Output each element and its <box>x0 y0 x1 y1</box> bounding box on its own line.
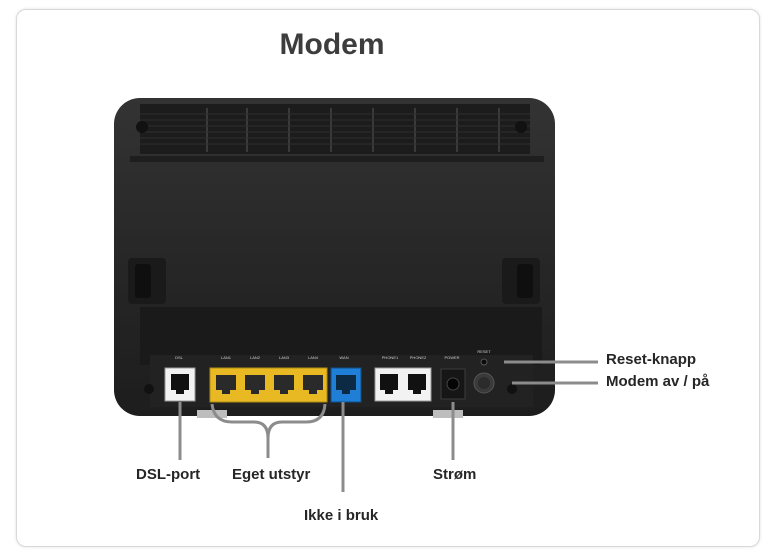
screw-hole-bottom-right <box>507 384 517 394</box>
port-label-phone2: PHONE2 <box>410 355 427 360</box>
dsl-port <box>164 367 196 402</box>
phone-ports <box>374 367 432 402</box>
callout-power-label: Strøm <box>433 466 477 483</box>
port-labels: DSL LAN1 LAN2 LAN3 LAN4 WAN PHONE1 PHONE… <box>175 349 491 360</box>
power-jack <box>440 368 466 400</box>
power-switch <box>473 372 495 394</box>
port-label-dsl: DSL <box>175 355 184 360</box>
port-label-reset: RESET <box>477 349 491 354</box>
callout-reset-label: Reset-knapp <box>606 351 697 368</box>
callout-power-switch-label: Modem av / på <box>606 373 710 390</box>
port-label-lan3: LAN3 <box>279 355 290 360</box>
screw-hole-top-right <box>515 121 527 133</box>
port-label-power: POWER <box>444 355 459 360</box>
vent-ledge <box>130 156 544 162</box>
modem-device <box>114 98 555 418</box>
port-label-lan2: LAN2 <box>250 355 261 360</box>
callout-lines <box>178 360 598 492</box>
wan-port <box>330 367 362 403</box>
callout-own-equipment-label: Eget utstyr <box>232 466 311 483</box>
port-label-phone1: PHONE1 <box>382 355 399 360</box>
lan-ports <box>209 367 328 403</box>
port-label-wan: WAN <box>339 355 348 360</box>
callout-dsl-port-label: DSL-port <box>136 466 201 483</box>
vent-area <box>140 104 530 154</box>
port-label-lan1: LAN1 <box>221 355 232 360</box>
port-label-lan4: LAN4 <box>308 355 319 360</box>
screw-hole-bottom-left <box>144 384 154 394</box>
screw-hole-top-left <box>136 121 148 133</box>
foot-left <box>197 410 227 418</box>
diagram-title: Modem <box>279 28 385 61</box>
callout-not-in-use-label: Ikke i bruk <box>304 507 379 524</box>
vent-slots <box>206 108 500 152</box>
reset-button <box>480 358 488 366</box>
callout-brace-own-equipment <box>210 403 327 458</box>
vent-lines <box>140 113 530 145</box>
foot-right <box>433 410 463 418</box>
